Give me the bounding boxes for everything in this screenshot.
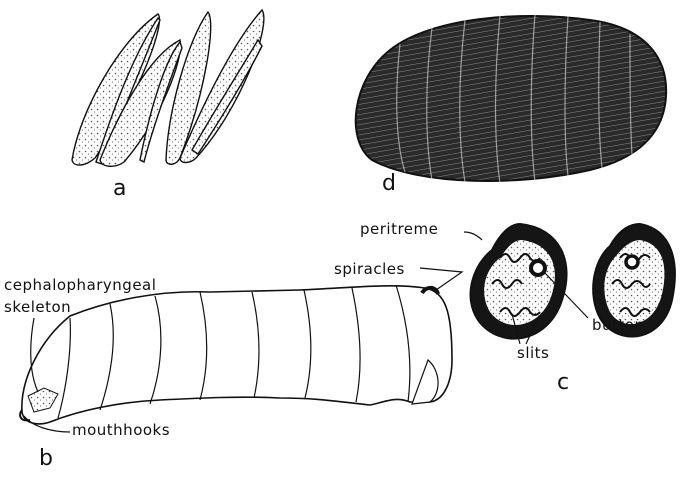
larva-figure	[20, 285, 452, 424]
panel-label-a: a	[113, 178, 126, 200]
label-mouthhooks: mouthhooks	[72, 423, 170, 438]
label-button: button	[592, 318, 644, 333]
puparium-body	[356, 16, 666, 181]
larva-body	[22, 286, 452, 424]
panel-label-c: c	[557, 372, 569, 394]
label-cephalopharyngeal: cephalopharyngeal	[4, 278, 156, 293]
spiracle-button	[531, 261, 545, 275]
eggs-figure	[72, 10, 264, 166]
leader-peritreme	[464, 232, 482, 240]
panel-label-b: b	[39, 448, 53, 470]
label-peritreme: peritreme	[360, 222, 438, 237]
puparium-figure	[356, 14, 666, 184]
label-skeleton: skeleton	[4, 300, 71, 315]
label-spiracles: spiracles	[334, 262, 405, 277]
label-slits: slits	[517, 346, 549, 361]
panel-label-d: d	[382, 173, 396, 195]
